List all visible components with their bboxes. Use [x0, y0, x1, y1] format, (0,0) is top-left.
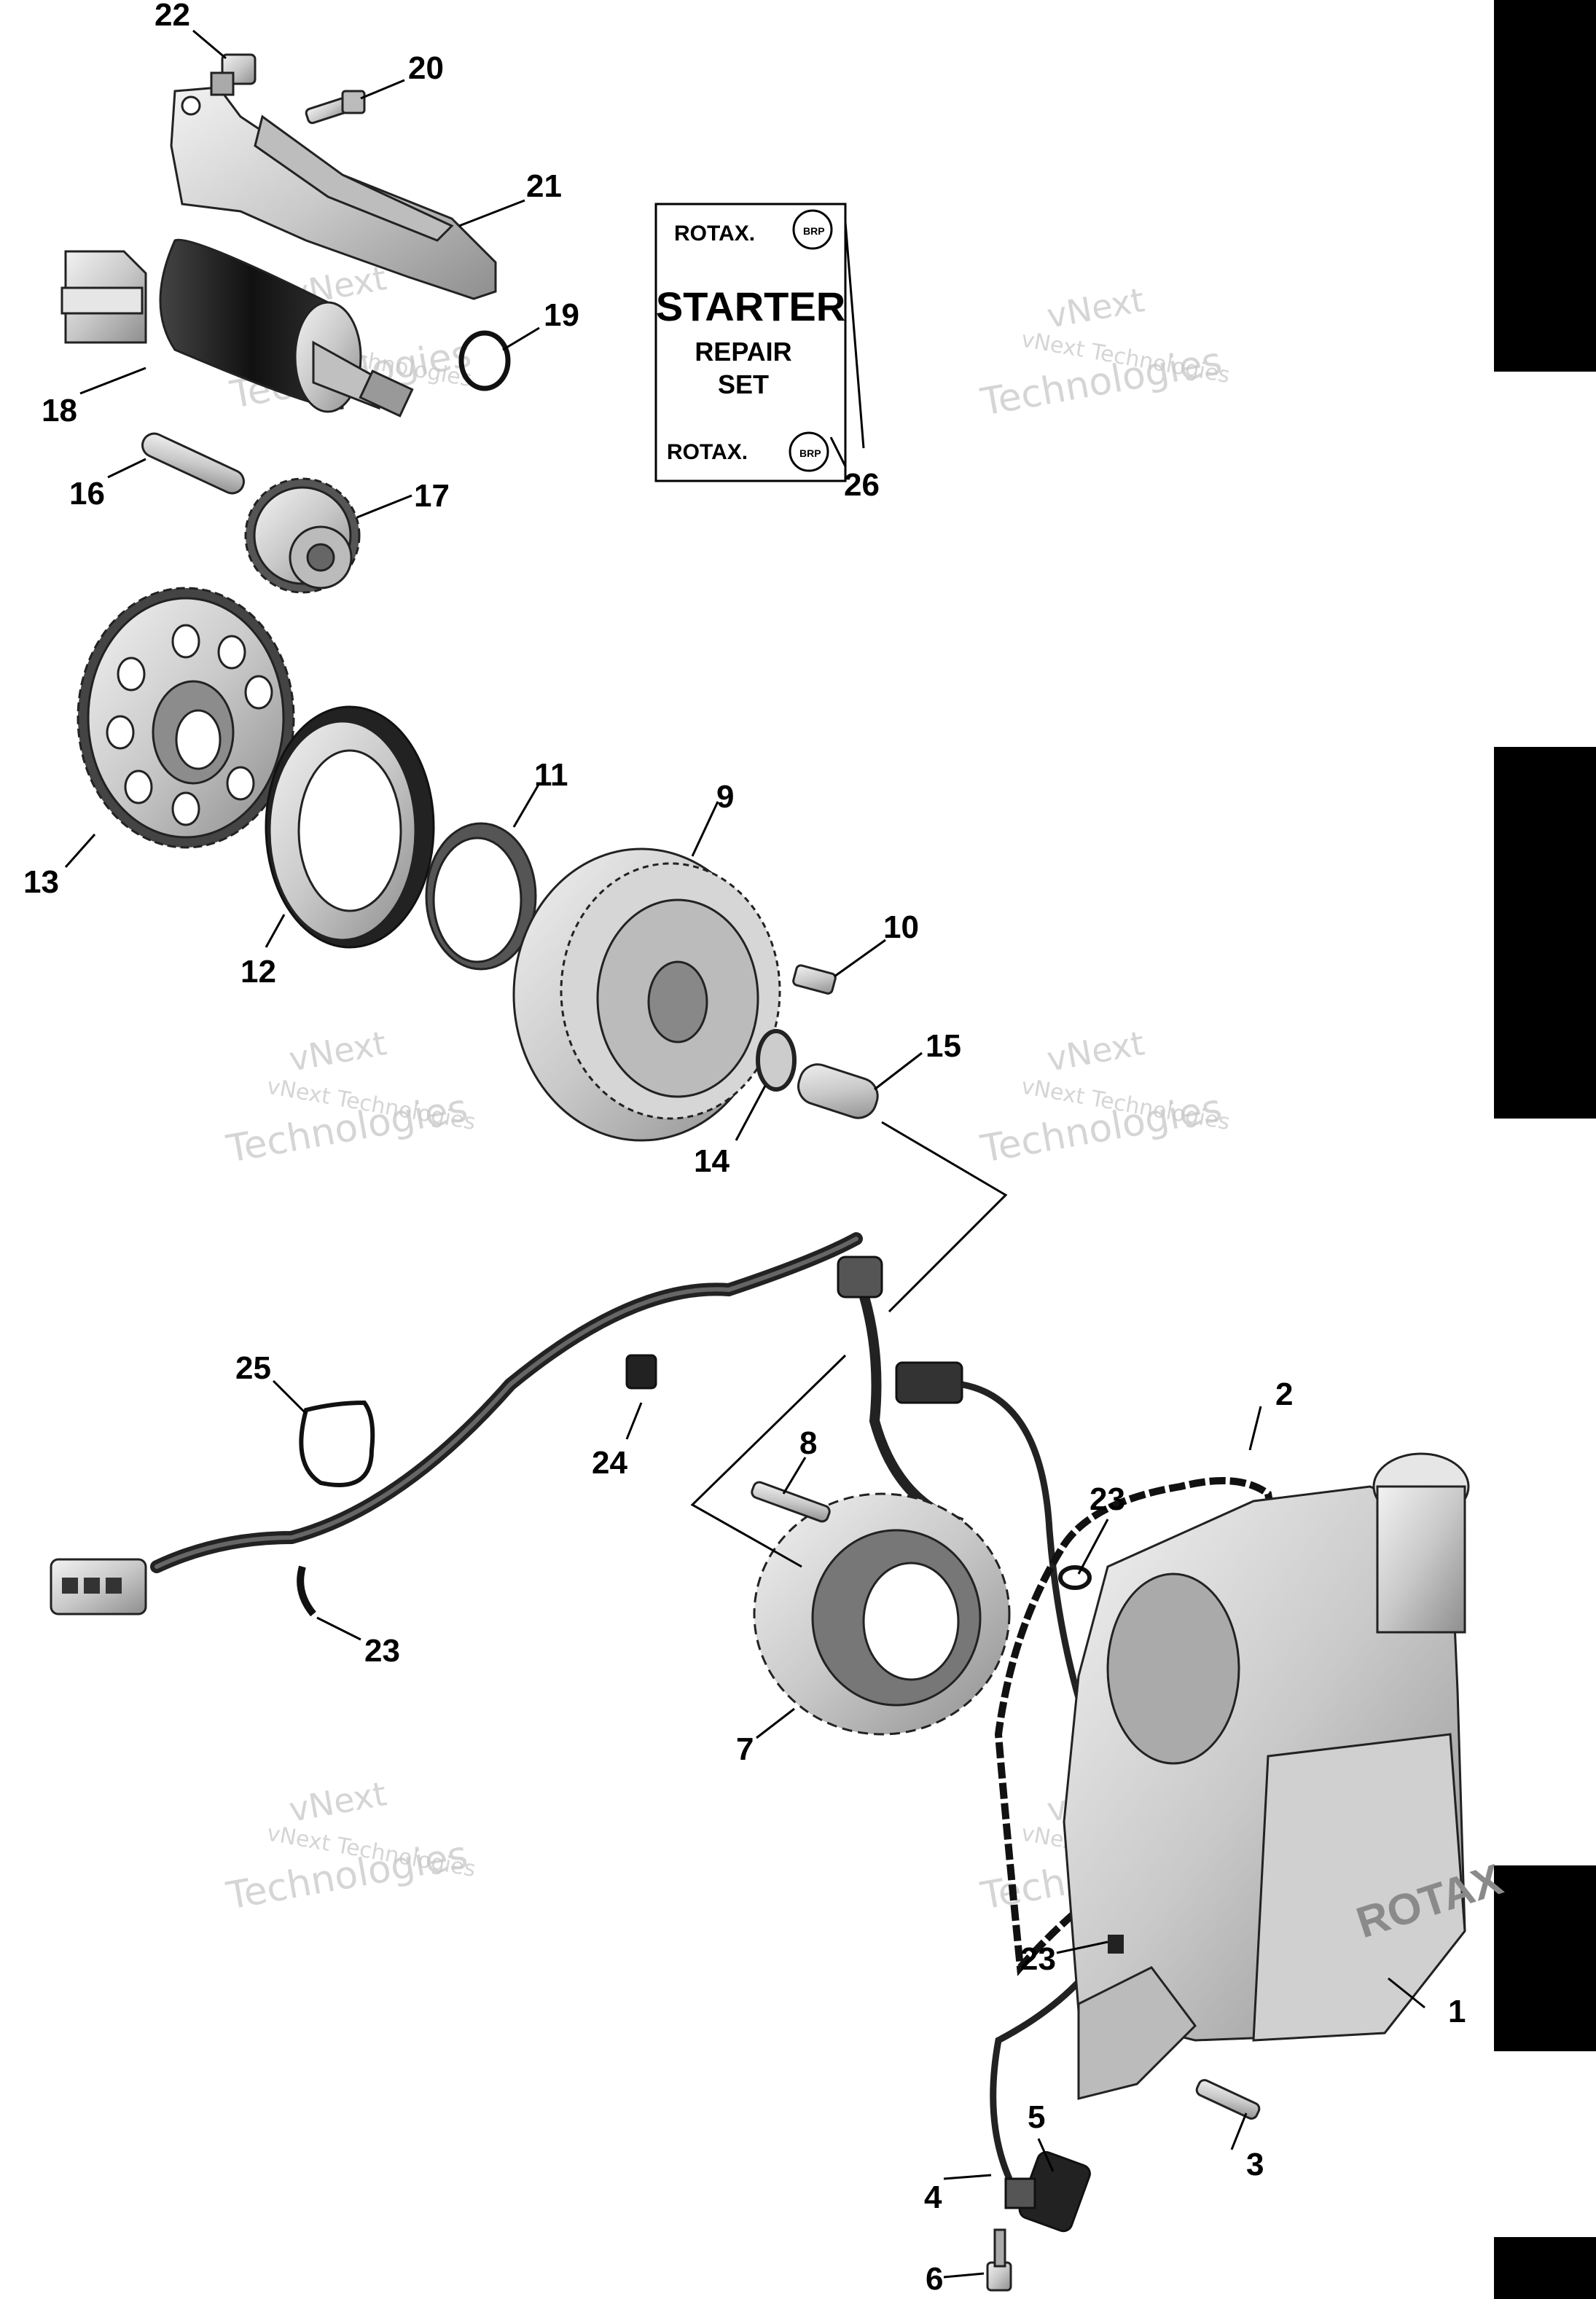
section-tab-1 [1494, 0, 1596, 372]
svg-text:vNext: vNext [286, 1023, 390, 1079]
clip-23-left [297, 1565, 316, 1617]
callout-10: 10 [883, 909, 919, 945]
stator-7 [753, 1492, 1011, 1736]
svg-text:ROTAX.: ROTAX. [667, 440, 748, 464]
callout-20: 20 [408, 50, 444, 86]
callout-24: 24 [592, 1445, 627, 1481]
callout-7: 7 [736, 1731, 754, 1767]
section-tab-2 [1494, 747, 1596, 1119]
callout-25: 25 [235, 1350, 271, 1386]
callout-6: 6 [926, 2261, 943, 2297]
callout-23-lower: 23 [1020, 1941, 1056, 1977]
callout-16: 16 [69, 476, 105, 512]
starter-motor [60, 238, 414, 418]
o-ring-19 [458, 330, 511, 391]
assembly-line-lower [690, 1354, 847, 1568]
callout-17: 17 [414, 478, 450, 514]
clip-23-lower [1108, 1935, 1124, 1954]
starter-gear-13 [77, 587, 295, 849]
watermark-mid-right: vNext vNext Technologies Technologies [977, 1023, 1232, 1172]
starter-bracket [170, 86, 497, 300]
section-tab-3 [1494, 1865, 1596, 2051]
washer-14 [756, 1029, 797, 1092]
svg-text:BRP: BRP [799, 447, 821, 459]
svg-text:BRP: BRP [803, 225, 825, 237]
assembly-line-upper [881, 1121, 1008, 1313]
callout-2: 2 [1275, 1376, 1293, 1412]
watermark-top-right: vNext vNext Technologies Technologies [977, 280, 1232, 425]
shaft-16 [141, 432, 245, 495]
sleeve-15 [797, 1063, 879, 1119]
clip-24 [625, 1354, 657, 1390]
callout-22: 22 [154, 0, 190, 33]
watermark-mid-left: vNext vNext Technologies Technologies [223, 1023, 477, 1172]
bolt-22 [210, 53, 257, 96]
callout-23-left: 23 [364, 1633, 400, 1669]
wiring-harness [50, 1232, 964, 1615]
leader-lines [64, 29, 1425, 2279]
section-tab-4 [1494, 2237, 1596, 2299]
sprag-ring-11 [425, 822, 537, 971]
callout-12: 12 [240, 954, 276, 990]
callout-3: 3 [1246, 2147, 1264, 2182]
flywheel-rotor-9 [512, 847, 781, 1142]
bolt-6 [986, 2228, 1012, 2292]
tie-strap-25 [299, 1400, 375, 1487]
bolt-20 [305, 90, 366, 125]
callout-18: 18 [42, 393, 77, 428]
crankcase-cover-1: ROTAX [1063, 1452, 1509, 2100]
callout-1: 1 [1448, 1994, 1466, 2029]
sensor-5 [1004, 2151, 1091, 2233]
callout-11: 11 [534, 757, 568, 793]
callout-26: 26 [844, 467, 880, 503]
bolt-3 [1195, 2079, 1261, 2120]
svg-text:vNext: vNext [1044, 1023, 1148, 1079]
svg-text:REPAIR: REPAIR [695, 337, 791, 367]
callout-15: 15 [926, 1028, 961, 1064]
svg-text:STARTER: STARTER [656, 283, 845, 329]
bolt-10 [792, 964, 837, 995]
callout-9: 9 [716, 779, 734, 815]
callout-21: 21 [526, 168, 562, 204]
callout-8: 8 [799, 1425, 817, 1461]
svg-text:SET: SET [718, 369, 769, 399]
callout-14: 14 [694, 1143, 729, 1179]
clip-23-upper [1058, 1565, 1092, 1590]
svg-text:vNext: vNext [1044, 280, 1148, 336]
sprag-clutch-12 [265, 705, 435, 949]
callout-13: 13 [23, 864, 59, 900]
callout-5: 5 [1028, 2099, 1045, 2135]
callout-23-upper: 23 [1090, 1481, 1125, 1517]
starter-repair-kit-card: ROTAX. BRP STARTER REPAIR SET ROTAX. BRP [654, 203, 865, 482]
bolt-8 [751, 1481, 831, 1523]
svg-text:ROTAX.: ROTAX. [674, 222, 755, 246]
callout-19: 19 [544, 297, 579, 333]
svg-text:vNext: vNext [286, 1774, 390, 1830]
intermediate-gear-17 [244, 477, 361, 594]
watermark-bottom-left: vNext vNext Technologies Technologies [223, 1774, 477, 1919]
callout-4: 4 [924, 2179, 942, 2215]
